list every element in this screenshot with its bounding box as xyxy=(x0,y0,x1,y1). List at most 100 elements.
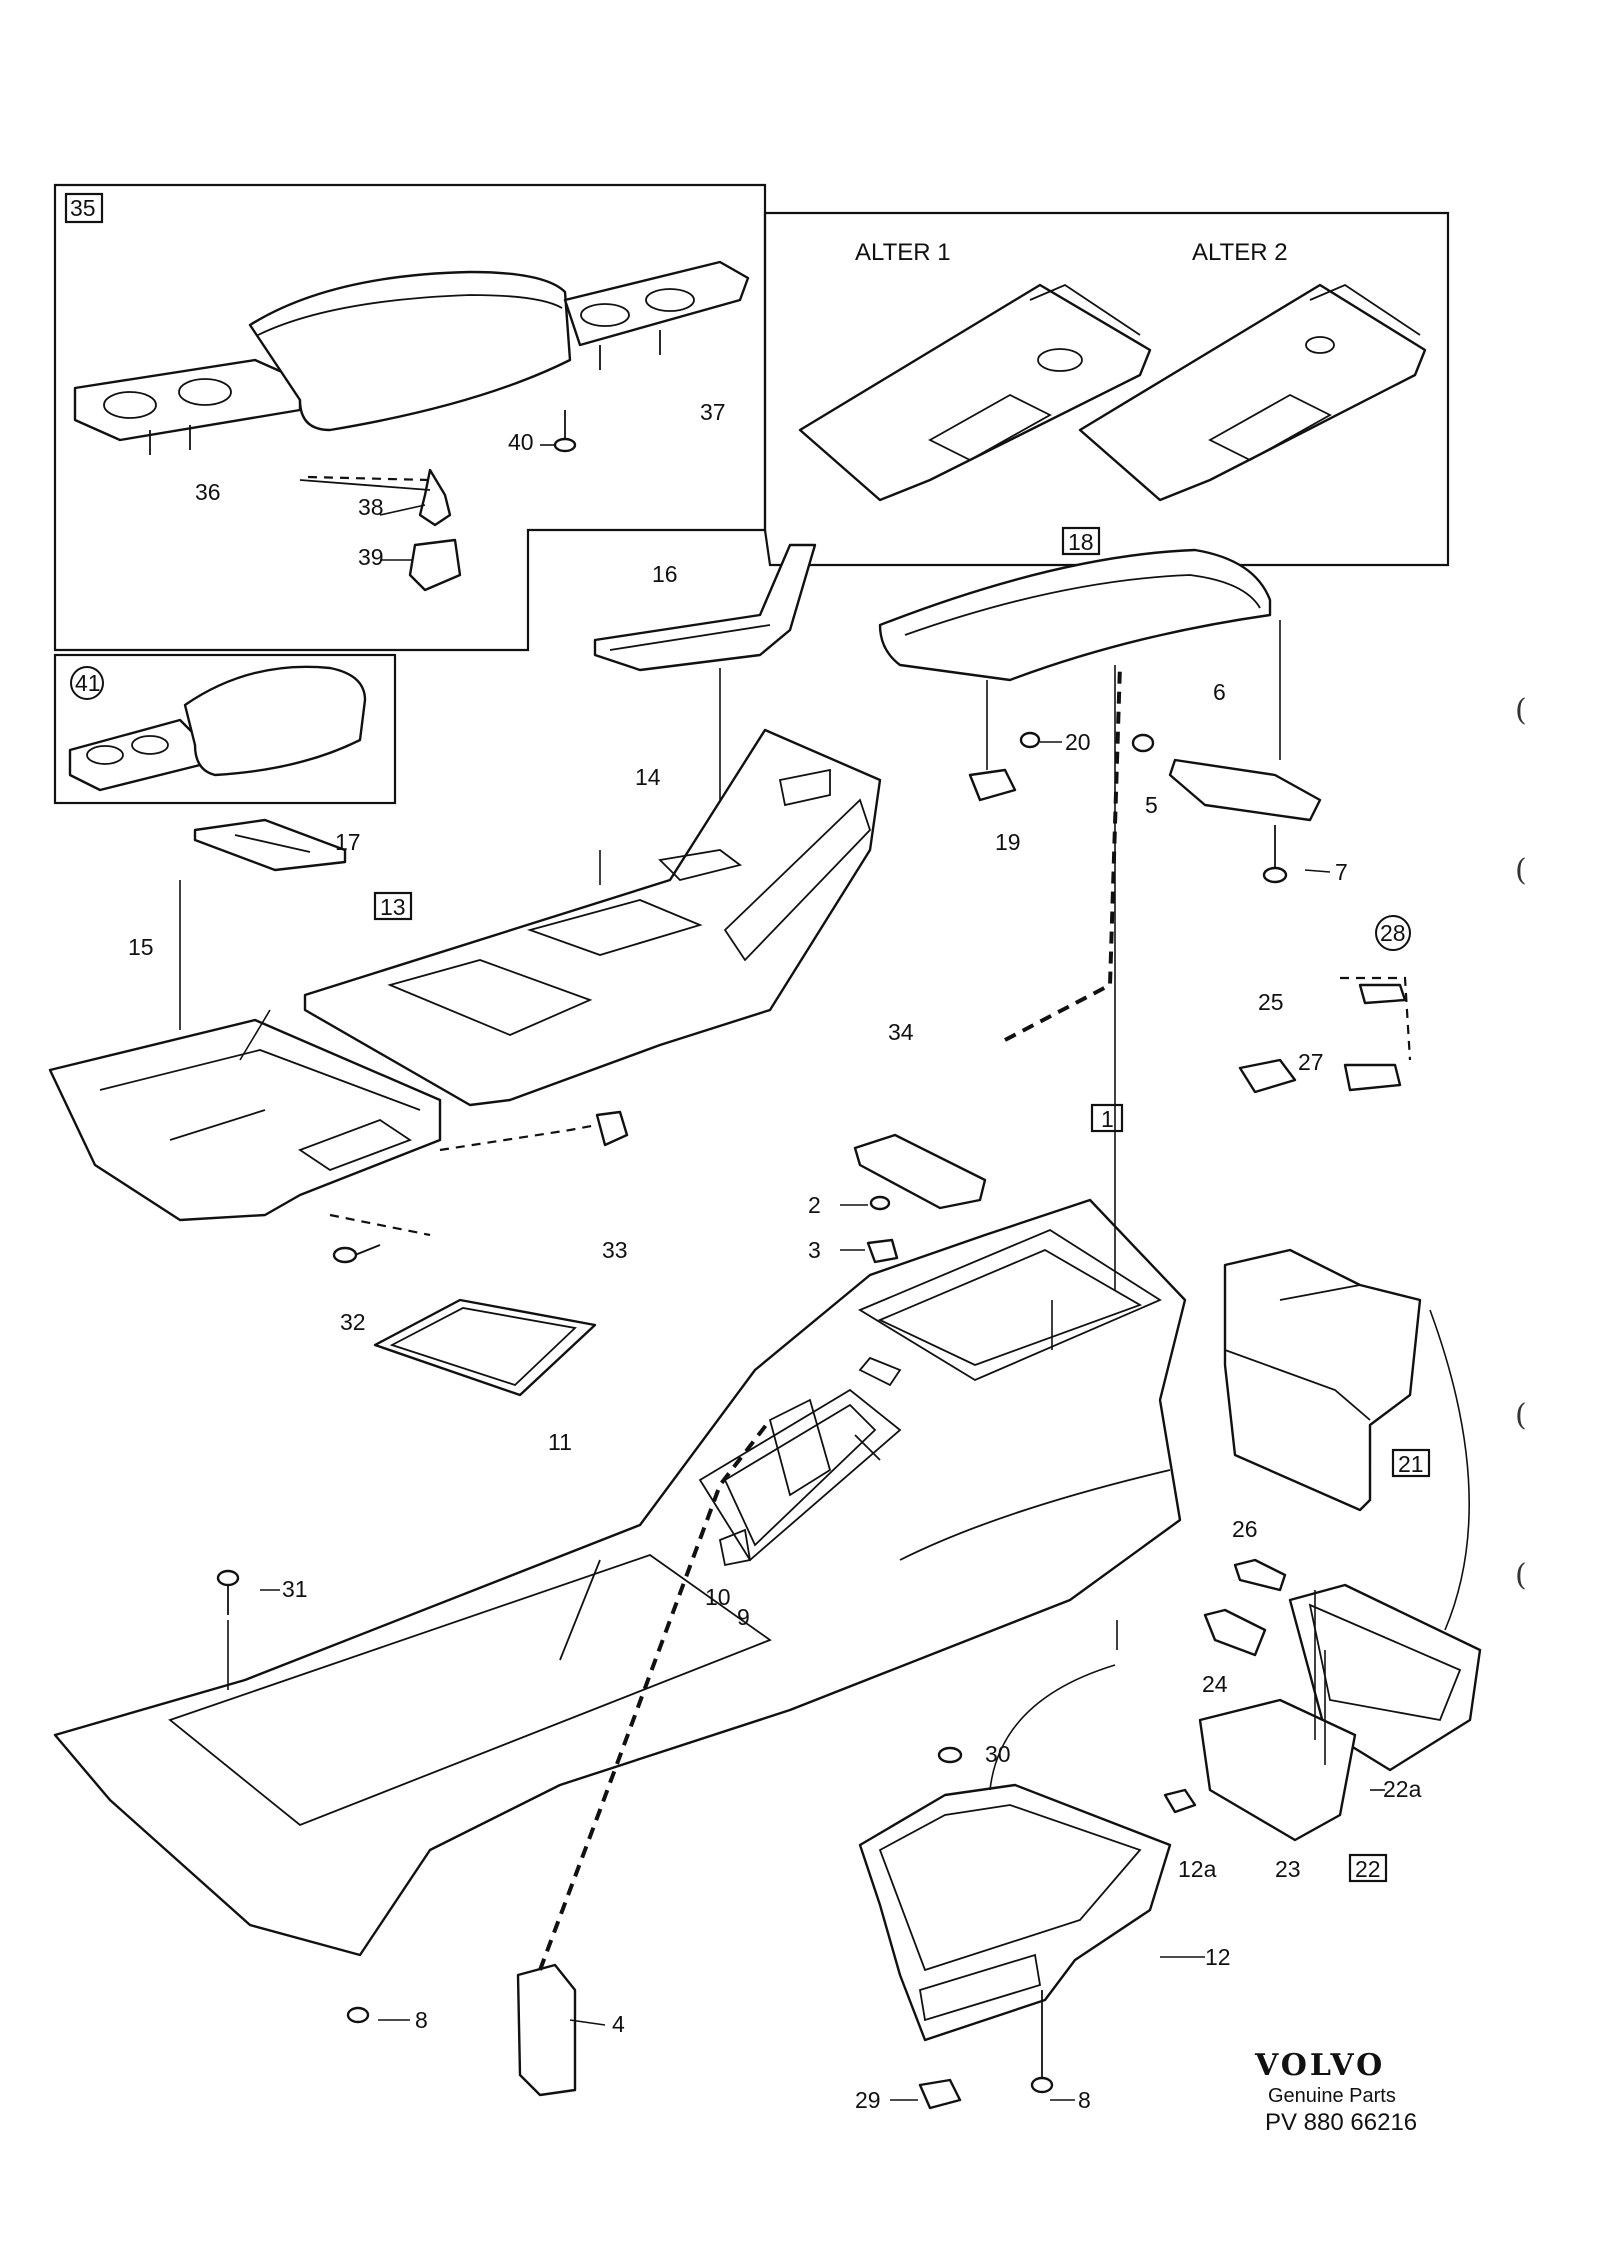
alternative-1-console xyxy=(798,283,1152,502)
svg-text:20: 20 xyxy=(1065,729,1091,755)
screw-8-left xyxy=(346,2006,370,2024)
spring-24 xyxy=(1203,1608,1267,1657)
inset-35-frame xyxy=(53,183,767,652)
console-panel-14 xyxy=(303,728,882,1107)
svg-text:6: 6 xyxy=(1213,679,1226,705)
panel-21 xyxy=(1223,1248,1422,1512)
svg-text:12a: 12a xyxy=(1178,1856,1217,1882)
svg-text:41: 41 xyxy=(75,670,101,696)
svg-text:5: 5 xyxy=(1145,792,1158,818)
svg-text:2: 2 xyxy=(808,1192,821,1218)
svg-text:16: 16 xyxy=(652,561,678,587)
clip-3 xyxy=(866,1238,899,1264)
svg-text:13: 13 xyxy=(380,894,406,920)
hinge-6 xyxy=(1168,758,1322,822)
svg-text:27: 27 xyxy=(1298,1049,1324,1075)
callout-39: 39 xyxy=(358,544,384,570)
svg-text:17: 17 xyxy=(335,829,361,855)
svg-text:35: 35 xyxy=(70,195,96,221)
svg-text:30: 30 xyxy=(985,1741,1011,1767)
tray-12 xyxy=(858,1783,1172,2042)
svg-text:40: 40 xyxy=(508,429,534,455)
screw-30 xyxy=(937,1746,963,1764)
svg-text:19: 19 xyxy=(995,829,1021,855)
insert-9 xyxy=(768,1398,832,1497)
svg-text:7: 7 xyxy=(1335,859,1348,885)
gasket-11 xyxy=(373,1298,597,1397)
svg-text:11: 11 xyxy=(548,1429,572,1455)
svg-text:33: 33 xyxy=(602,1237,628,1263)
clip-29 xyxy=(918,2078,962,2110)
svg-text:(: ( xyxy=(1515,1558,1527,1593)
screw-7 xyxy=(1262,825,1288,884)
svg-text:31: 31 xyxy=(282,1576,308,1602)
lighter-unit-27 xyxy=(1343,1063,1402,1092)
svg-text:8: 8 xyxy=(1078,2087,1091,2113)
screw-31 xyxy=(216,1569,240,1615)
svg-text:21: 21 xyxy=(1398,1451,1424,1477)
inset-41-frame xyxy=(53,653,397,805)
nut-39 xyxy=(408,538,462,592)
svg-text:VOLVO: VOLVO xyxy=(1254,2048,1385,2083)
brand-block: VOLVO Genuine Parts PV 880 66216 xyxy=(1254,2048,1417,2136)
callout-28: 28 xyxy=(1375,915,1411,951)
svg-text:9: 9 xyxy=(737,1604,750,1630)
screw-40 xyxy=(553,410,577,453)
callout-22: 22 xyxy=(1348,1853,1388,1883)
callout-1: 1 xyxy=(1090,1103,1124,1133)
svg-text:29: 29 xyxy=(855,2087,881,2113)
insert-23 xyxy=(1198,1698,1357,1842)
callout-21: 21 xyxy=(1391,1448,1431,1478)
svg-text:23: 23 xyxy=(1275,1856,1301,1882)
panel-15 xyxy=(48,1018,442,1222)
callout-40: 40 xyxy=(508,429,534,455)
screw-5 xyxy=(1131,733,1155,753)
svg-text:8: 8 xyxy=(415,2007,428,2033)
svg-text:25: 25 xyxy=(1258,989,1284,1015)
callout-38: 38 xyxy=(358,494,384,520)
callout-35: 35 xyxy=(70,195,96,221)
svg-text:1: 1 xyxy=(1101,1106,1114,1132)
svg-text:39: 39 xyxy=(358,544,384,570)
callout-36: 36 xyxy=(195,479,221,505)
trim-34 xyxy=(853,1133,987,1210)
svg-text:36: 36 xyxy=(195,479,221,505)
margin-marks: ( ( ( ( xyxy=(1515,693,1527,1593)
clip-33 xyxy=(595,1110,629,1147)
alternative-2-console xyxy=(1078,283,1427,502)
svg-text:24: 24 xyxy=(1202,1671,1228,1697)
clip-19 xyxy=(968,768,1017,802)
inset-alternatives-frame xyxy=(763,211,1450,567)
svg-text:15: 15 xyxy=(128,934,154,960)
svg-text:10: 10 xyxy=(705,1584,731,1610)
armrest-cupholder-assembly xyxy=(73,260,750,455)
bracket-4 xyxy=(516,1963,577,2097)
insert-10 xyxy=(718,1528,752,1567)
clip-26 xyxy=(1233,1558,1287,1592)
screw-8-right xyxy=(1030,1990,1054,2094)
callout-41: 41 xyxy=(70,666,104,700)
svg-text:Genuine Parts: Genuine Parts xyxy=(1268,2085,1396,2107)
screw-20 xyxy=(1019,731,1041,749)
svg-text:26: 26 xyxy=(1232,1516,1258,1542)
svg-text:34: 34 xyxy=(888,1019,914,1045)
svg-text:(: ( xyxy=(1515,853,1527,888)
svg-text:12: 12 xyxy=(1205,1944,1231,1970)
svg-text:14: 14 xyxy=(635,764,661,790)
callout-37: 37 xyxy=(700,399,726,425)
cover-17 xyxy=(193,818,347,872)
callout-labels: 35 36 37 40 38 39 41 16 18 6 5 20 19 7 1… xyxy=(70,195,1431,2113)
svg-text:4: 4 xyxy=(612,2011,625,2037)
armrest-lid-18 xyxy=(878,548,1272,682)
svg-text:22: 22 xyxy=(1355,1856,1381,1882)
center-console-1 xyxy=(53,1198,1187,1957)
svg-text:(: ( xyxy=(1515,693,1527,728)
holder-25 xyxy=(1238,1058,1297,1094)
svg-text:3: 3 xyxy=(808,1237,821,1263)
bulb-28 xyxy=(1340,976,1412,1061)
svg-text:22a: 22a xyxy=(1383,1776,1422,1802)
trim-16 xyxy=(593,543,817,672)
clip-38 xyxy=(299,468,452,527)
svg-text:28: 28 xyxy=(1380,920,1406,946)
